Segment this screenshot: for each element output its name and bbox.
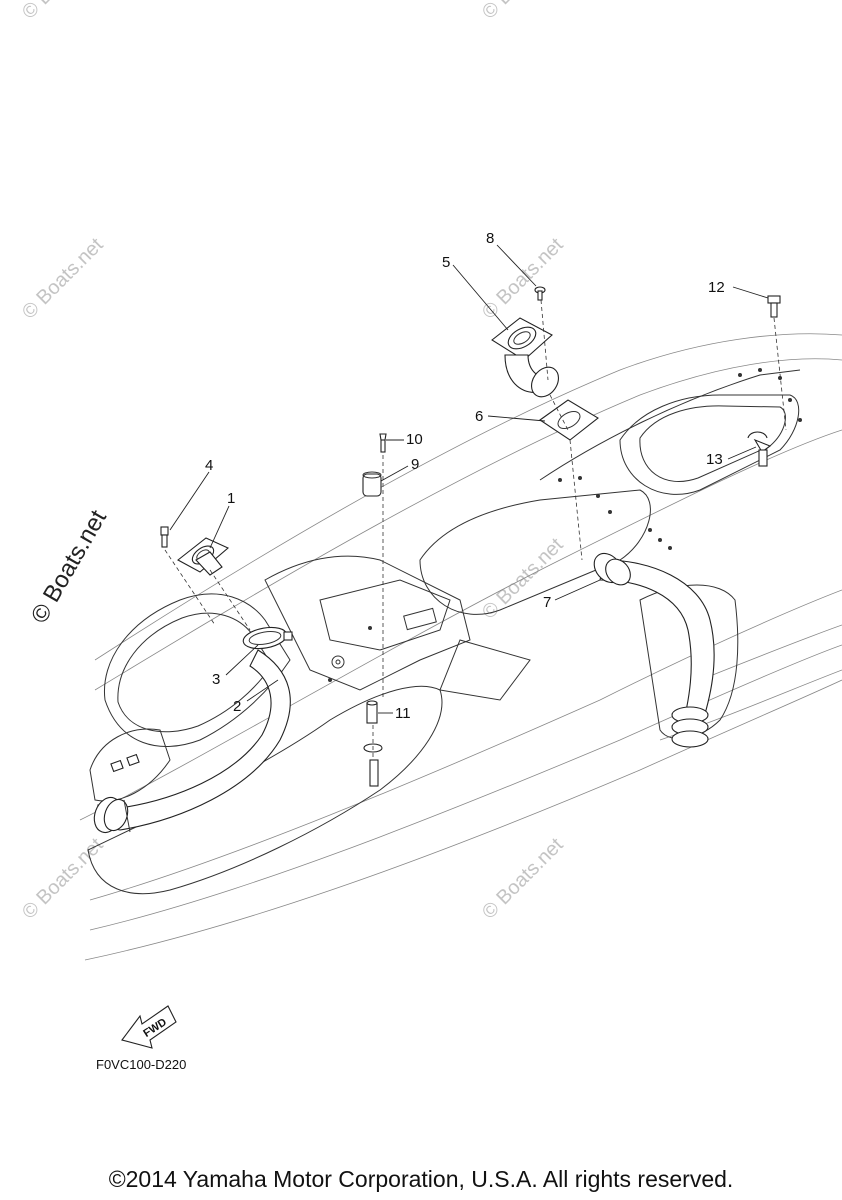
part-1-flange	[177, 537, 230, 576]
watermarks: © Boats.net © Boats.net © Boats.net © Bo…	[18, 0, 568, 924]
part-4-bolt	[160, 526, 169, 548]
part-7-hose	[593, 552, 715, 748]
main-watermark: © Boats.net	[26, 505, 112, 628]
callout-1: 1	[227, 490, 235, 507]
part-code: F0VC100-D220	[96, 1057, 186, 1072]
copyright-notice: ©2014 Yamaha Motor Corporation, U.S.A. A…	[108, 1166, 734, 1192]
part-10-rivet	[379, 433, 387, 453]
callout-4: 4	[205, 457, 213, 474]
fwd-arrow: FWD	[121, 1005, 177, 1049]
callout-11: 11	[395, 705, 411, 722]
callout-5: 5	[442, 254, 450, 271]
hull-outline	[79, 333, 842, 961]
watermark: © Boats.net	[478, 834, 568, 924]
part-9-cap	[362, 471, 382, 497]
callout-9: 9	[411, 456, 419, 473]
callout-8: 8	[486, 230, 494, 247]
assembly-lines	[164, 299, 787, 760]
callout-12: 12	[708, 279, 725, 296]
callout-3: 3	[212, 671, 220, 688]
watermark: © Boats.net	[18, 0, 108, 24]
part-2-hose	[93, 649, 291, 834]
callout-2: 2	[233, 698, 241, 715]
callout-10: 10	[406, 431, 423, 448]
watermark: © Boats.net	[18, 234, 108, 324]
part-6-gasket	[539, 399, 599, 441]
part-3-clamp	[242, 626, 293, 650]
part-5-elbow	[491, 317, 559, 398]
leader-lines	[169, 244, 769, 714]
watermark: © Boats.net	[478, 0, 568, 24]
part-12-screw	[767, 295, 781, 318]
part-8-screw	[534, 286, 546, 301]
part-13-clip	[747, 431, 772, 467]
callout-13: 13	[706, 451, 723, 468]
callout-6: 6	[475, 408, 483, 425]
callout-7: 7	[543, 594, 551, 611]
deck-holes	[328, 368, 802, 682]
callouts: 1 2 3 4 5 6 7 8 9 10 11 12 13	[205, 230, 725, 722]
part-11-grommet	[363, 700, 383, 787]
